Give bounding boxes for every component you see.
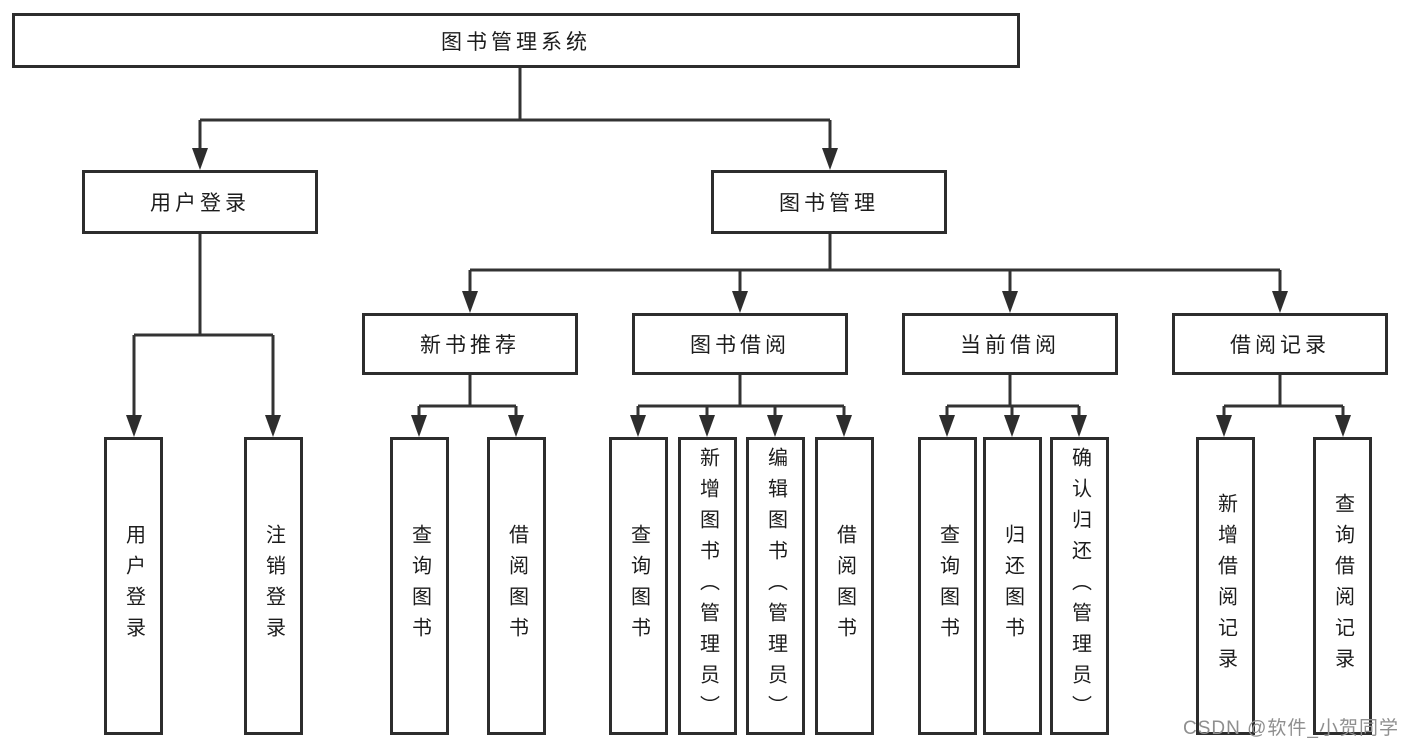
leaf-query-books-recommend: 查询图书 [390,437,449,735]
leaf-borrow-books-recommend: 借阅图书 [487,437,546,735]
arrowheads [126,148,1351,437]
node-current-borrowing: 当前借阅 [902,313,1118,375]
leaf-confirm-return-admin: 确认归还（管理员） [1050,437,1109,735]
node-book-management: 图书管理 [711,170,947,234]
leaf-borrow-books-borrowing: 借阅图书 [815,437,874,735]
leaf-edit-book-admin: 编辑图书（管理员） [746,437,805,735]
leaf-add-borrow-record: 新增借阅记录 [1196,437,1255,735]
leaf-logout: 注销登录 [244,437,303,735]
node-user-login-group: 用户登录 [82,170,318,234]
node-new-book-recommendation: 新书推荐 [362,313,578,375]
node-library-management-system: 图书管理系统 [12,13,1020,68]
leaf-user-login: 用户登录 [104,437,163,735]
leaf-add-book-admin: 新增图书（管理员） [678,437,737,735]
leaf-query-books-borrowing: 查询图书 [609,437,668,735]
leaf-query-books-current: 查询图书 [918,437,977,735]
leaf-query-borrow-record: 查询借阅记录 [1313,437,1372,735]
node-book-borrowing: 图书借阅 [632,313,848,375]
node-borrowing-records: 借阅记录 [1172,313,1388,375]
leaf-return-books: 归还图书 [983,437,1042,735]
